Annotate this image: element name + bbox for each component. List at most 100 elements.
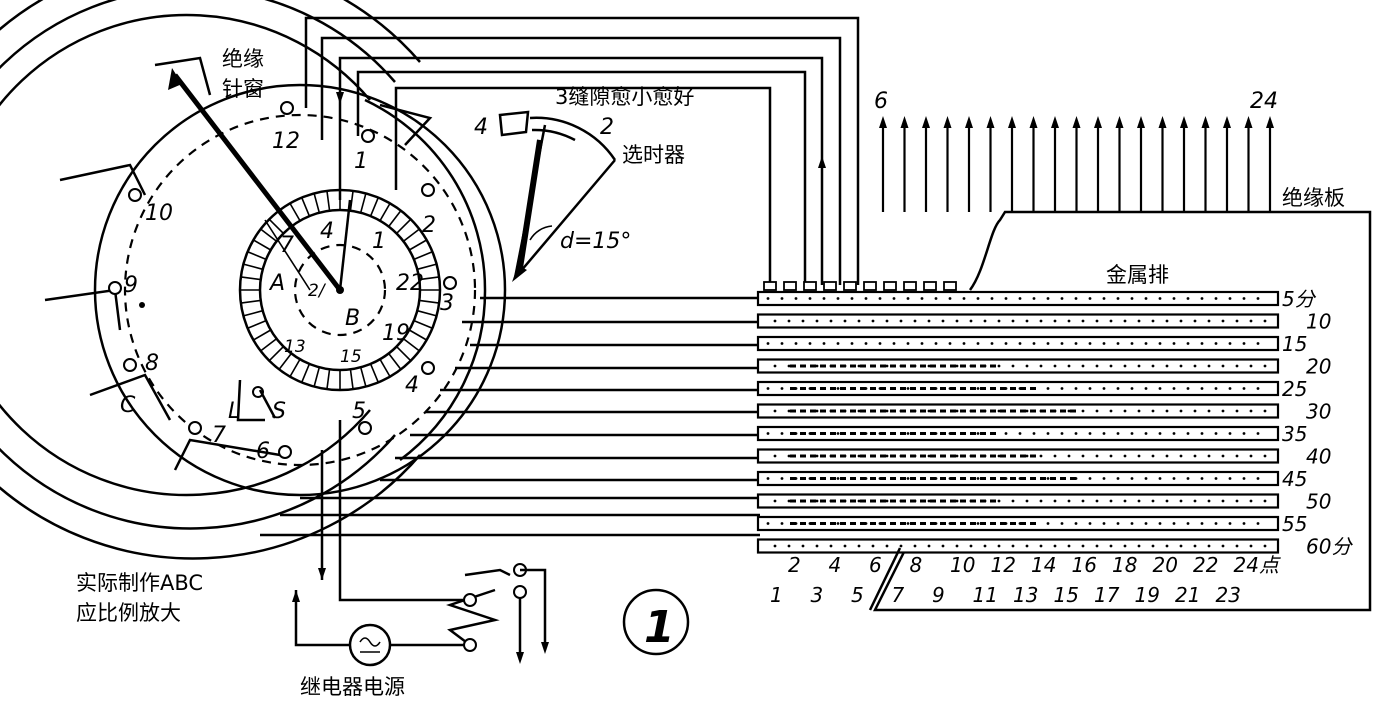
- pin-arrow: [986, 116, 995, 128]
- switch-l: [236, 379, 265, 422]
- bar-dot: [1032, 342, 1036, 345]
- bar-dot: [1158, 342, 1162, 345]
- bar-dot: [885, 319, 889, 323]
- bar-dot: [906, 432, 910, 435]
- bar-dot: [885, 544, 889, 548]
- inner-dial-tick: [268, 218, 284, 234]
- bar-terminal: [823, 281, 837, 291]
- bar-dot: [1221, 409, 1225, 413]
- bar-dot: [1018, 297, 1022, 300]
- bar-dot: [773, 409, 777, 413]
- outer-number-10: 10: [145, 201, 173, 226]
- bar-dot: [829, 319, 833, 323]
- inner-dial-tick: [396, 346, 412, 362]
- sector-letter-a: A: [268, 271, 285, 296]
- bar-dot: [1060, 522, 1064, 525]
- inner-dial-tick: [379, 202, 391, 222]
- bar-dot: [885, 499, 889, 503]
- bar-dot: [1102, 432, 1106, 435]
- bar-dot: [836, 432, 840, 435]
- bar-dot: [899, 544, 903, 548]
- bar-dot: [1207, 499, 1211, 503]
- hour-label-even: 24点: [1234, 553, 1281, 577]
- bar-dot: [1214, 477, 1218, 480]
- bar-dot: [1095, 544, 1099, 548]
- metal-bar-label: 金属排: [1106, 263, 1169, 287]
- bar-terminal: [883, 281, 897, 291]
- bar-dot: [1046, 477, 1050, 480]
- switch-letter-s: S: [272, 399, 286, 424]
- bar-dot: [787, 454, 791, 458]
- bar-dot: [976, 342, 980, 345]
- wire-top-4: [356, 70, 807, 285]
- bar-dot: [1004, 297, 1008, 300]
- minute-hand: [338, 199, 352, 291]
- bar-dot: [1123, 499, 1127, 503]
- bar-dot: [1249, 364, 1253, 368]
- bar-dot: [1151, 364, 1155, 368]
- bar-dot: [1151, 544, 1155, 548]
- bar-dot: [1039, 364, 1043, 368]
- bar-dot: [885, 454, 889, 458]
- relay-terminal-2: [463, 638, 477, 652]
- insulation-board-label: 绝缘板: [1282, 186, 1345, 210]
- bar-dot: [1263, 364, 1267, 368]
- bar-dot: [1074, 342, 1078, 345]
- sector-a-block: [59, 163, 147, 196]
- pin-arrow: [943, 116, 952, 128]
- bar-dot: [1214, 432, 1218, 435]
- bar-dot: [780, 342, 784, 345]
- bar-dot: [1193, 364, 1197, 368]
- pin-arrow: [900, 116, 909, 128]
- inner-dial-tick: [289, 202, 301, 222]
- bar-dot: [906, 387, 910, 390]
- inner-dial-tick: [388, 352, 402, 370]
- switch-s-arm: [258, 389, 277, 419]
- bar-dot: [1088, 297, 1092, 300]
- bar-dot: [1200, 477, 1204, 480]
- bar-dot: [885, 409, 889, 413]
- hour-label-odd: 5: [851, 583, 864, 607]
- inner-dial-tick: [349, 369, 354, 390]
- outer-number-2: 2: [422, 213, 436, 238]
- bar-dot: [997, 409, 1001, 413]
- bar-dot: [1053, 364, 1057, 368]
- pin-arrow: [1094, 116, 1102, 128]
- pin-arrow: [1051, 116, 1059, 128]
- minute-label: 45: [1282, 467, 1307, 491]
- bar-dot: [1053, 319, 1057, 323]
- dial-rim-3: [0, 13, 371, 497]
- bar-dot: [836, 297, 840, 300]
- bar-dot: [1186, 522, 1190, 525]
- pin-arrow: [1266, 116, 1274, 128]
- bar-dot: [1137, 409, 1141, 413]
- hour-label-odd: 13: [1013, 583, 1038, 607]
- bar-dot: [850, 342, 854, 345]
- inner-dial-tick: [413, 250, 433, 261]
- bar-dot: [1158, 477, 1162, 480]
- bar-dot: [1228, 522, 1232, 525]
- bar-dot: [1144, 342, 1148, 345]
- inner-dial-ticks: [240, 190, 440, 390]
- bar-dot: [1256, 477, 1260, 480]
- hour-hand: [173, 73, 342, 292]
- bar-dot: [1018, 432, 1022, 435]
- outer-number-7: 7: [212, 423, 226, 448]
- bar-dot: [1151, 499, 1155, 503]
- pin-arrow: [1201, 116, 1210, 128]
- terminal-4: [421, 361, 435, 375]
- bar-dot: [1067, 319, 1071, 323]
- bar-dot: [1081, 364, 1085, 368]
- bar-dot: [1228, 387, 1232, 390]
- inner-number-22: 22: [396, 271, 424, 296]
- bar-dot: [850, 297, 854, 300]
- bar-dot: [906, 342, 910, 345]
- bar-dot: [766, 522, 770, 525]
- bar-terminal: [943, 281, 957, 291]
- relay-contact: [464, 568, 511, 577]
- hour-label-even: 4: [829, 553, 842, 577]
- inner-number-4: 4: [320, 219, 334, 244]
- minute-label: 25: [1282, 377, 1307, 401]
- terminal-1: [361, 129, 375, 143]
- bar-dot: [1207, 364, 1211, 368]
